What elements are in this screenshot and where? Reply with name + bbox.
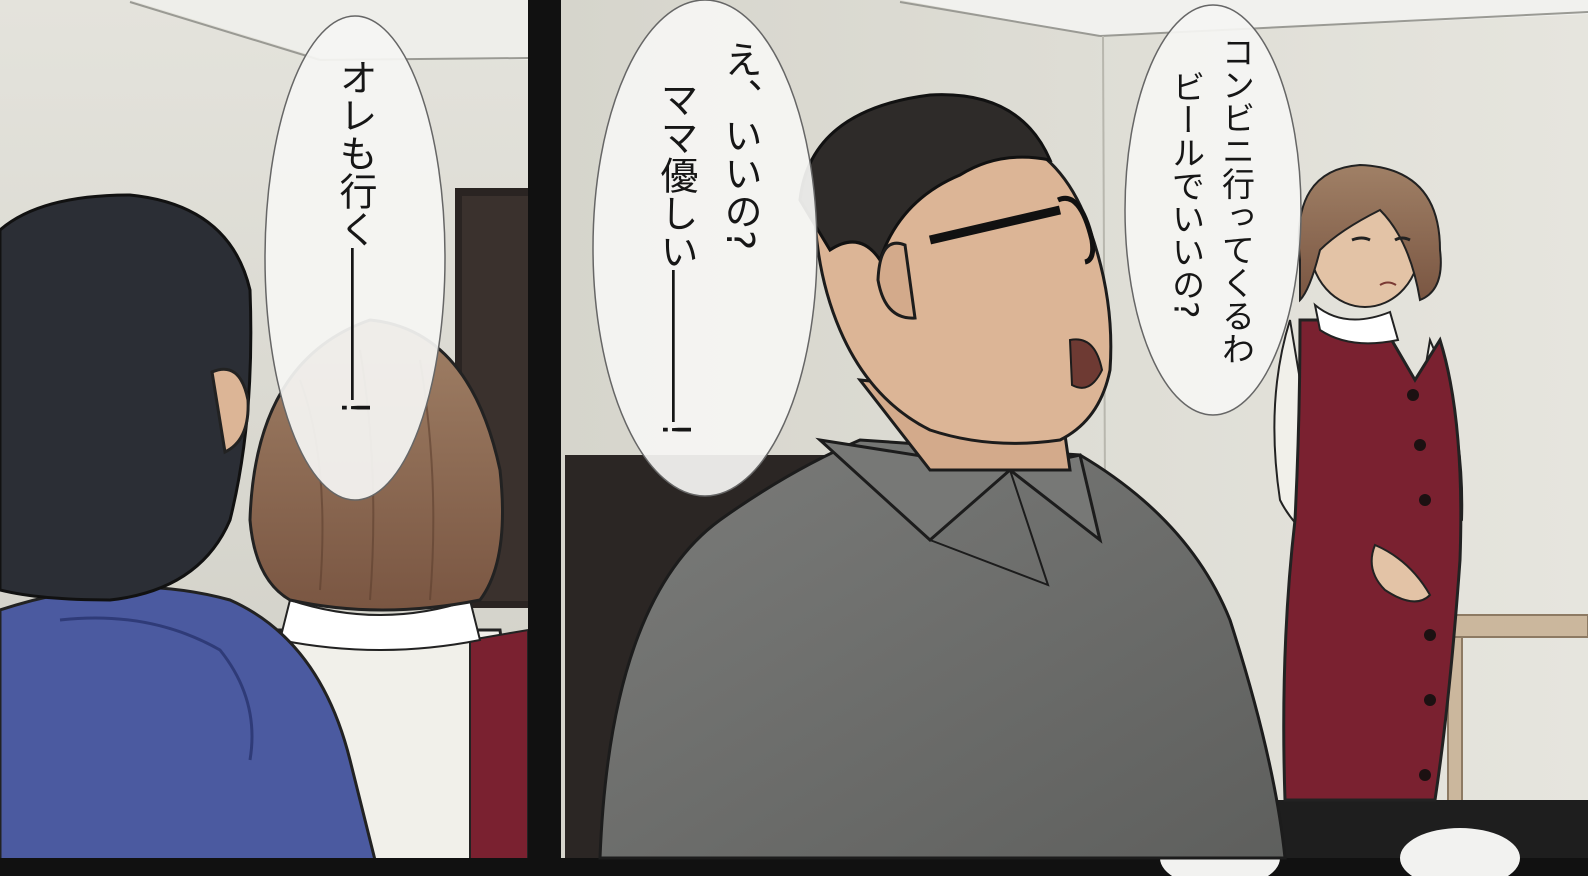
right-panel: え、いいの? ママ優しい――――! コンビニ行ってくるわ ビールでいいの? — [561, 0, 1588, 876]
bubble-left-line-1: オレも行く――――! — [333, 58, 377, 415]
left-panel: オレも行く――――! — [0, 0, 530, 862]
bubble-middle-line-1: え、いいの? — [718, 40, 762, 250]
speech-bubble-middle: え、いいの? ママ優しい――――! — [592, 0, 818, 497]
right-ceiling — [561, 0, 1588, 36]
bottom-gutter — [0, 858, 1588, 876]
woman-red-dress — [1273, 163, 1464, 802]
wooden-shelf — [1444, 614, 1588, 638]
man-with-glasses — [598, 93, 1287, 860]
bubble-middle-line-2: ママ優しい――――! — [654, 80, 698, 437]
boy-back-view — [0, 193, 377, 862]
bubble-right-line-2: ビールでいいの? — [1167, 70, 1206, 319]
speech-bubble-right: コンビニ行ってくるわ ビールでいいの? — [1124, 4, 1302, 416]
speech-bubble-left: オレも行く――――! — [264, 15, 446, 501]
bubble-right-line-1: コンビニ行ってくるわ — [1217, 35, 1256, 365]
plate-right — [1400, 828, 1520, 876]
panel-gutter — [528, 0, 561, 876]
